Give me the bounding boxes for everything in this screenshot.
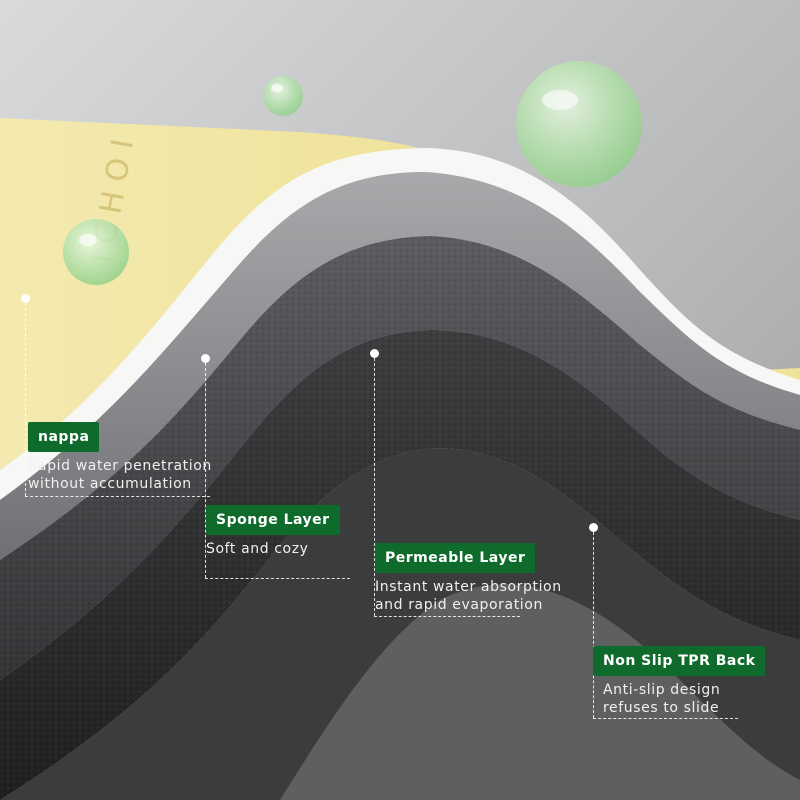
permeable-texture [0,236,800,680]
permeable-desc-line-1: Instant water absorption [375,579,562,595]
nappa-leader-line [25,303,26,496]
sponge-leader-line [205,363,206,578]
tpr-label: Non Slip TPR Back [593,646,766,676]
nappa-label: nappa [28,422,100,452]
tpr-leader-base [593,718,738,719]
tpr-texture [0,330,800,800]
water-drop-medium [63,219,129,285]
floor-base [280,584,800,800]
tpr-leader-line [593,532,594,718]
tpr-marker-dot [589,523,598,532]
sponge-label: Sponge Layer [206,505,340,535]
nappa-top-layer [0,118,425,470]
sponge-desc-line-1: Soft and cozy [206,541,309,557]
tpr-desc-line-1: Anti-slip design [603,682,721,698]
permeable-leader-line [374,358,375,616]
permeable-marker-dot [370,349,379,358]
water-drop-large [516,61,642,187]
permeable-description: Instant water absorption and rapid evapo… [375,578,562,614]
permeable-label: Permeable Layer [375,543,536,573]
permeable-desc-line-2: and rapid evaporation [375,597,543,613]
sponge-leader-base [205,578,350,579]
permeable-leader-base [374,616,520,617]
sponge-marker-dot [201,354,210,363]
nappa-callout: nappa Rapid water penetration without ac… [28,422,212,493]
tpr-description: Anti-slip design refuses to slide [593,681,765,717]
sponge-callout: Sponge Layer Soft and cozy [206,505,340,558]
nappa-leader-base [25,496,210,497]
tpr-desc-line-2: refuses to slide [603,700,720,716]
nappa-desc-line-1: Rapid water penetration [28,458,212,474]
sponge-layer [0,172,800,560]
nappa-description: Rapid water penetration without accumula… [28,457,212,493]
tpr-callout: Non Slip TPR Back Anti-slip design refus… [593,646,766,717]
white-edge-layer [0,148,800,500]
permeable-callout: Permeable Layer Instant water absorption… [375,543,562,614]
water-drop-small [263,76,303,116]
sponge-description: Soft and cozy [206,540,340,558]
nappa-marker-dot [21,294,30,303]
nappa-desc-line-2: without accumulation [28,476,192,492]
